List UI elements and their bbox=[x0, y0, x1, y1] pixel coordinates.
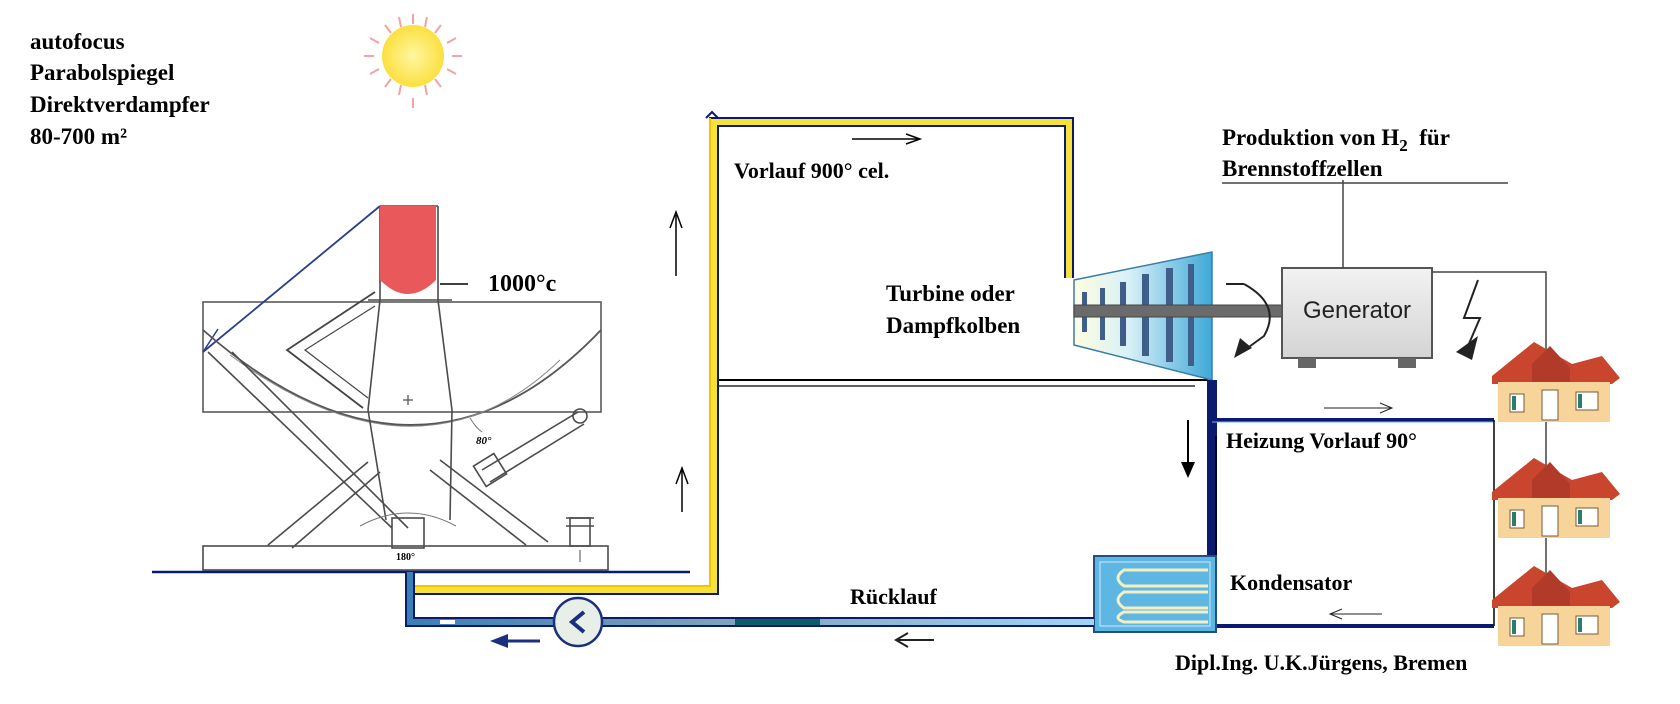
receiver-temperature: 1000°c bbox=[488, 271, 557, 297]
house-icon-bottom bbox=[1492, 566, 1620, 646]
h2-subscript: 2 bbox=[1399, 136, 1408, 155]
flow-arrow-right bbox=[852, 133, 923, 145]
turbine bbox=[1073, 251, 1285, 381]
condensate-pipe bbox=[1181, 380, 1217, 556]
credit-label: Dipl.Ing. U.K.Jürgens, Bremen bbox=[1175, 650, 1468, 675]
house-icon-top bbox=[1492, 342, 1620, 422]
intro-line-3: Direktverdampfer bbox=[30, 92, 210, 117]
pump-icon bbox=[552, 596, 604, 648]
heizung-label: Heizung Vorlauf 90° bbox=[1226, 428, 1417, 453]
turbine-label-line-1: Turbine oder bbox=[886, 281, 1015, 306]
ruecklauf-label: Rücklauf bbox=[850, 584, 937, 609]
h2-suffix: für bbox=[1419, 125, 1450, 150]
kondensator-label: Kondensator bbox=[1230, 570, 1353, 595]
angle-80-label: 80° bbox=[476, 435, 492, 447]
h2-prefix: Produktion von H bbox=[1222, 125, 1400, 150]
intro-line-2: Parabolspiegel bbox=[30, 60, 175, 85]
intro-line-4: 80-700 m² bbox=[30, 124, 127, 149]
angle-180-label: 180° bbox=[396, 552, 415, 563]
h2-label-line-1: Produktion von H2 für bbox=[1222, 126, 1450, 154]
generator bbox=[1222, 180, 1547, 600]
flow-arrow-up bbox=[669, 209, 689, 512]
h2-label-line-2: Brennstoffzellen bbox=[1222, 156, 1383, 181]
turbine-label-line-2: Dampfkolben bbox=[886, 313, 1021, 338]
sun-icon bbox=[364, 14, 462, 108]
receiver bbox=[380, 206, 436, 294]
house-icon-middle bbox=[1492, 458, 1620, 538]
generator-label: Generator bbox=[1302, 297, 1412, 324]
intro-line-1: autofocus bbox=[30, 29, 125, 54]
condenser bbox=[1093, 555, 1217, 633]
steam-pipe bbox=[405, 110, 1074, 595]
return-pipe bbox=[405, 572, 1094, 648]
vorlauf-label: Vorlauf 900° cel. bbox=[734, 158, 890, 183]
parabolic-mirror bbox=[202, 205, 609, 571]
